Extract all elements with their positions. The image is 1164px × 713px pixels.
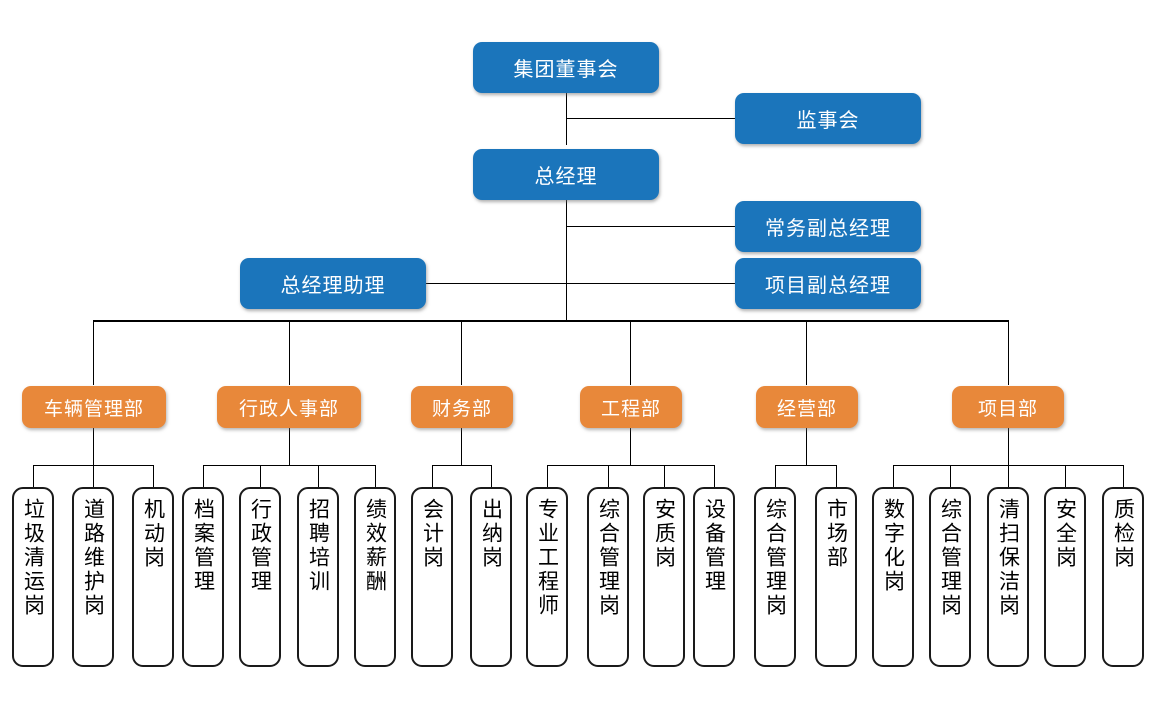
- dept-operations[interactable]: 经营部: [756, 386, 858, 428]
- connector-dept1-child3: [153, 465, 154, 487]
- connector-dept4-stem: [630, 425, 631, 466]
- position-admin-management[interactable]: 行政管理: [239, 487, 281, 667]
- position-safety[interactable]: 安全岗: [1044, 487, 1086, 667]
- dept-project[interactable]: 项目部: [952, 386, 1064, 428]
- connector-drop-dept-1: [93, 320, 94, 385]
- position-label: 市场部: [824, 498, 849, 570]
- position-recruitment-training[interactable]: 招聘培训: [297, 487, 339, 667]
- node-board[interactable]: 集团董事会: [473, 42, 659, 93]
- position-road-maintenance[interactable]: 道路维护岗: [72, 487, 114, 667]
- connector-drop-dept-5: [806, 320, 807, 385]
- connector-dept3-stem: [461, 425, 462, 466]
- connector-dept2-stem: [289, 425, 290, 466]
- connector-dept4-child3: [664, 465, 665, 487]
- connector-dept2-child1: [203, 465, 204, 487]
- connector-dept5-child1: [775, 465, 776, 487]
- dept-engineering[interactable]: 工程部: [580, 386, 682, 428]
- connector-dept4-child1: [547, 465, 548, 487]
- connector-department-bus: [93, 320, 1009, 322]
- position-label: 会计岗: [420, 498, 445, 570]
- dept-admin-hr[interactable]: 行政人事部: [217, 386, 361, 428]
- connector-dept4-child4: [714, 465, 715, 487]
- node-supervisory-board[interactable]: 监事会: [735, 93, 921, 144]
- node-project-deputy-manager[interactable]: 项目副总经理: [735, 258, 921, 309]
- position-professional-engineer[interactable]: 专业工程师: [526, 487, 568, 667]
- connector-dept2-child4: [375, 465, 376, 487]
- dept-finance[interactable]: 财务部: [411, 386, 513, 428]
- connector-dept1-child2: [93, 465, 94, 487]
- connector-dept3-child1: [432, 465, 433, 487]
- connector-dept2-bus: [203, 465, 375, 466]
- position-cleaning-sanitation[interactable]: 清扫保洁岗: [987, 487, 1029, 667]
- position-label: 安全岗: [1053, 498, 1078, 570]
- position-performance-compensation[interactable]: 绩效薪酬: [354, 487, 396, 667]
- position-label: 档案管理: [191, 498, 216, 594]
- position-label: 行政管理: [248, 498, 273, 594]
- position-accounting[interactable]: 会计岗: [411, 487, 453, 667]
- position-digitalization[interactable]: 数字化岗: [872, 487, 914, 667]
- connector-dept4-bus: [547, 465, 714, 466]
- connector-gm-project-deputy: [566, 283, 736, 284]
- position-label: 综合管理岗: [763, 498, 788, 618]
- position-operations-general-management[interactable]: 综合管理岗: [754, 487, 796, 667]
- connector-dept5-child2: [836, 465, 837, 487]
- position-label: 综合管理岗: [596, 498, 621, 618]
- position-label: 绩效薪酬: [363, 498, 388, 594]
- position-label: 道路维护岗: [81, 498, 106, 618]
- connector-drop-dept-6: [1008, 320, 1009, 385]
- connector-dept6-child1: [893, 465, 894, 487]
- position-label: 垃圾清运岗: [21, 498, 46, 618]
- connector-gm-assistant: [424, 283, 567, 284]
- connector-gm-exec-deputy: [566, 226, 736, 227]
- position-garbage-transport[interactable]: 垃圾清运岗: [12, 487, 54, 667]
- position-label: 质检岗: [1111, 498, 1136, 570]
- connector-dept4-child2: [608, 465, 609, 487]
- position-label: 安质岗: [652, 498, 677, 570]
- connector-dept3-bus: [432, 465, 491, 466]
- connector-dept6-child2: [950, 465, 951, 487]
- connector-gm-down: [566, 199, 567, 321]
- position-safety-quality[interactable]: 安质岗: [643, 487, 685, 667]
- position-label: 综合管理岗: [938, 498, 963, 618]
- position-cashier[interactable]: 出纳岗: [470, 487, 512, 667]
- connector-dept6-child4: [1065, 465, 1066, 487]
- node-executive-deputy-manager[interactable]: 常务副总经理: [735, 201, 921, 252]
- position-label: 数字化岗: [881, 498, 906, 594]
- position-market-department[interactable]: 市场部: [815, 487, 857, 667]
- node-general-manager[interactable]: 总经理: [473, 149, 659, 200]
- node-gm-assistant[interactable]: 总经理助理: [240, 258, 426, 309]
- connector-drop-dept-4: [630, 320, 631, 385]
- connector-board-supervisory: [566, 118, 736, 119]
- position-label: 出纳岗: [479, 498, 504, 570]
- connector-dept5-bus: [775, 465, 836, 466]
- connector-board-down: [566, 93, 567, 145]
- position-quality-inspection[interactable]: 质检岗: [1102, 487, 1144, 667]
- position-mobile-duty[interactable]: 机动岗: [132, 487, 174, 667]
- connector-dept2-child3: [318, 465, 319, 487]
- connector-drop-dept-3: [461, 320, 462, 385]
- position-label: 清扫保洁岗: [996, 498, 1021, 618]
- position-label: 招聘培训: [306, 498, 331, 594]
- connector-dept6-child3: [1008, 465, 1009, 487]
- position-equipment-management[interactable]: 设备管理: [693, 487, 735, 667]
- position-engineering-general-management[interactable]: 综合管理岗: [587, 487, 629, 667]
- position-label: 设备管理: [702, 498, 727, 594]
- connector-drop-dept-2: [289, 320, 290, 385]
- position-label: 专业工程师: [535, 498, 560, 618]
- connector-dept1-child1: [33, 465, 34, 487]
- connector-dept2-child2: [260, 465, 261, 487]
- connector-dept6-stem: [1008, 425, 1009, 466]
- connector-dept1-stem: [93, 425, 94, 466]
- connector-dept6-child5: [1123, 465, 1124, 487]
- dept-vehicle-management[interactable]: 车辆管理部: [22, 386, 166, 428]
- position-archive-management[interactable]: 档案管理: [182, 487, 224, 667]
- connector-dept5-stem: [806, 425, 807, 466]
- connector-dept3-child2: [491, 465, 492, 487]
- position-project-general-management[interactable]: 综合管理岗: [929, 487, 971, 667]
- position-label: 机动岗: [141, 498, 166, 570]
